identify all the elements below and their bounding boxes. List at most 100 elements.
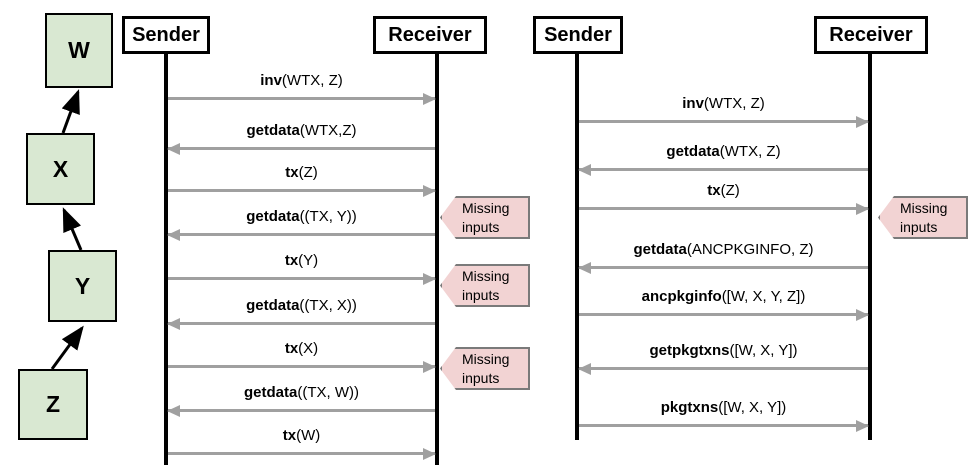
message-command: getdata	[666, 143, 720, 160]
arrowhead-right-icon	[423, 272, 436, 285]
sender-header-box: Sender	[533, 16, 623, 54]
message-label: tx(Z)	[579, 183, 868, 198]
message-args: ((TX, W))	[297, 384, 359, 401]
message-command: tx	[284, 340, 299, 357]
sender-label: Sender	[544, 24, 612, 46]
message-line	[168, 322, 435, 325]
message-label: tx(Z)	[168, 165, 435, 180]
receiver-label: Receiver	[388, 24, 472, 46]
arrowhead-right-icon	[856, 308, 869, 321]
receiver-header-box: Receiver	[373, 16, 487, 54]
message-label: getdata(ANCPKGINFO, Z)	[579, 242, 868, 257]
message-label: inv(WTX, Z)	[579, 96, 868, 111]
message-label: getdata(WTX,Z)	[168, 123, 435, 138]
message-label: getdata(WTX, Z)	[579, 144, 868, 159]
message-args: ((TX, Y))	[299, 208, 357, 225]
message-line	[168, 233, 435, 236]
message-args: (WTX, Z)	[281, 72, 343, 89]
message-line	[168, 365, 435, 368]
arrowhead-right-icon	[423, 184, 436, 197]
message-label: pkgtxns([W, X, Y])	[579, 400, 868, 415]
message-args: ([W, X, Y])	[718, 399, 787, 416]
message-args: (WTX, Z)	[719, 143, 781, 160]
message-label: getdata((TX, X))	[168, 298, 435, 313]
message-line	[168, 97, 435, 100]
sender-header-box: Sender	[122, 16, 210, 54]
message-args: ((TX, X))	[299, 297, 357, 314]
message-line	[168, 409, 435, 412]
message-args: (WTX, Z)	[703, 95, 765, 112]
callout-line-2: inputs	[462, 369, 500, 386]
arrowhead-left-icon	[167, 142, 180, 155]
sender-lifeline	[164, 54, 168, 465]
missing-inputs-callout: Missing inputs	[878, 196, 968, 239]
arrowhead-right-icon	[423, 360, 436, 373]
tx-node-label: W	[68, 37, 90, 63]
message-command: ancpkginfo	[641, 288, 722, 305]
receiver-label: Receiver	[829, 24, 913, 46]
message-label: getdata((TX, W))	[168, 385, 435, 400]
message-command: getdata	[246, 208, 300, 225]
arrowhead-left-icon	[167, 228, 180, 241]
arrowhead-right-icon	[423, 447, 436, 460]
tx-node-w: W	[45, 13, 113, 88]
callout-line-1: Missing	[462, 267, 510, 284]
message-args: (Y)	[298, 252, 319, 269]
message-label: getpkgtxns([W, X, Y])	[579, 343, 868, 358]
arrowhead-left-icon	[578, 362, 591, 375]
message-line	[579, 207, 868, 210]
message-label: getdata((TX, Y))	[168, 209, 435, 224]
message-label: tx(Y)	[168, 253, 435, 268]
arrowhead-right-icon	[856, 202, 869, 215]
dep-arrow-z-to-y	[50, 325, 84, 370]
message-command: getpkgtxns	[649, 342, 730, 359]
message-line	[579, 313, 868, 316]
arrowhead-right-icon	[423, 92, 436, 105]
message-args: (WTX,Z)	[299, 122, 357, 139]
arrowhead-left-icon	[167, 317, 180, 330]
message-args: (Z)	[720, 182, 740, 199]
message-command: inv	[682, 95, 704, 112]
arrowhead-left-icon	[167, 404, 180, 417]
message-label: tx(X)	[168, 341, 435, 356]
receiver-header-box: Receiver	[814, 16, 928, 54]
callout-line-1: Missing	[462, 199, 510, 216]
receiver-lifeline	[435, 54, 439, 465]
message-line	[579, 266, 868, 269]
arrowhead-left-icon	[578, 163, 591, 176]
message-label: tx(W)	[168, 428, 435, 443]
tx-node-y: Y	[48, 250, 117, 322]
message-command: getdata	[244, 384, 298, 401]
sender-lifeline	[575, 54, 579, 440]
missing-inputs-callout: Missing inputs	[440, 347, 530, 390]
message-line	[168, 189, 435, 192]
message-command: inv	[260, 72, 282, 89]
arrowhead-left-icon	[578, 261, 591, 274]
message-command: tx	[285, 164, 299, 181]
message-args: ([W, X, Y, Z])	[721, 288, 806, 305]
message-line	[168, 277, 435, 280]
arrowhead-right-icon	[856, 115, 869, 128]
tx-node-x: X	[26, 133, 95, 205]
callout-line-2: inputs	[900, 218, 938, 235]
tx-node-label: Y	[74, 272, 91, 299]
callout-line-1: Missing	[900, 199, 948, 216]
dep-arrow-y-to-x	[62, 207, 83, 251]
message-command: tx	[707, 182, 721, 199]
message-line	[579, 168, 868, 171]
missing-inputs-callout: Missing inputs	[440, 264, 530, 307]
tx-node-label: Z	[45, 391, 61, 417]
message-args: (Z)	[298, 164, 318, 181]
callout-line-2: inputs	[462, 286, 500, 303]
receiver-lifeline	[868, 54, 872, 440]
message-command: getdata	[246, 122, 300, 139]
message-line	[168, 452, 435, 455]
message-args: ([W, X, Y])	[729, 342, 798, 359]
message-args: (ANCPKGINFO, Z)	[686, 241, 814, 258]
message-line	[579, 120, 868, 123]
callout-line-2: inputs	[462, 218, 500, 235]
message-line	[579, 424, 868, 427]
tx-node-z: Z	[18, 369, 88, 440]
message-label: ancpkginfo([W, X, Y, Z])	[579, 289, 868, 304]
